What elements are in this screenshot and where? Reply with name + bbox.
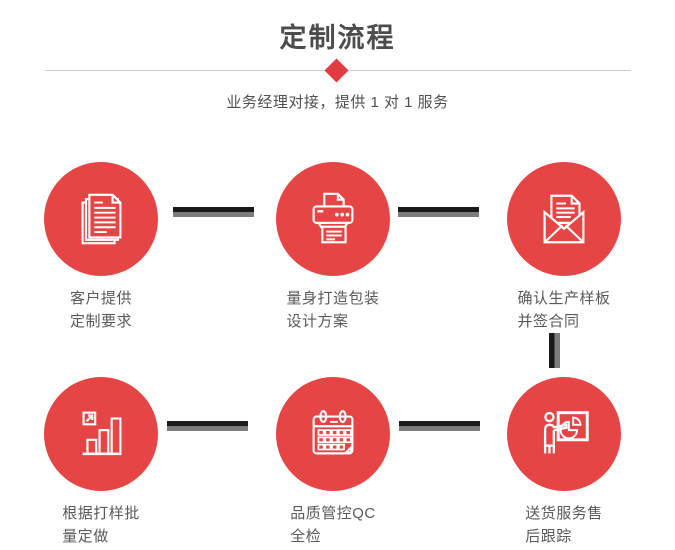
step-label-6: 送货服务售 后跟踪 [525,505,603,545]
step-label-wrap: 品质管控QC 全检 [256,502,410,548]
step-circle-6 [507,377,621,491]
step-label-wrap: 根据打样批 量定做 [24,502,178,548]
connector-step3-step6 [549,333,560,368]
calendar-icon [312,410,354,455]
diamond-icon [324,58,349,83]
step-label-wrap: 量身打造包装 设计方案 [256,287,410,333]
step-label-wrap: 客户提供 定制要求 [24,287,178,333]
envelope-icon [543,194,585,244]
step-label-2: 量身打造包装 设计方案 [286,290,380,330]
presenter-icon [543,411,589,454]
connector-step2-step3 [398,207,479,217]
step-circle-2 [276,162,390,276]
step-label-5: 品质管控QC 全检 [290,505,376,545]
step-label-wrap: 确认生产样板 并签合同 [487,287,641,333]
step-label-1: 客户提供 定制要求 [69,290,132,330]
connector-step4-step5 [167,421,248,431]
printer-icon [312,192,354,244]
step-circle-5 [276,377,390,491]
connector-step5-step6 [399,421,480,431]
step-label-wrap: 送货服务售 后跟踪 [487,502,641,548]
page-title: 定制流程 [279,23,396,53]
step-circle-1 [44,162,158,276]
step-circle-3 [507,162,621,276]
step-label-3: 确认生产样板 并签合同 [517,290,611,330]
page-subtitle: 业务经理对接，提供 1 对 1 服务 [226,94,449,111]
step-label-4: 根据打样批 量定做 [62,505,140,545]
documents-icon [81,193,122,245]
connector-step1-step2 [173,207,254,217]
bar-chart-icon [82,411,122,456]
step-circle-4 [44,377,158,491]
